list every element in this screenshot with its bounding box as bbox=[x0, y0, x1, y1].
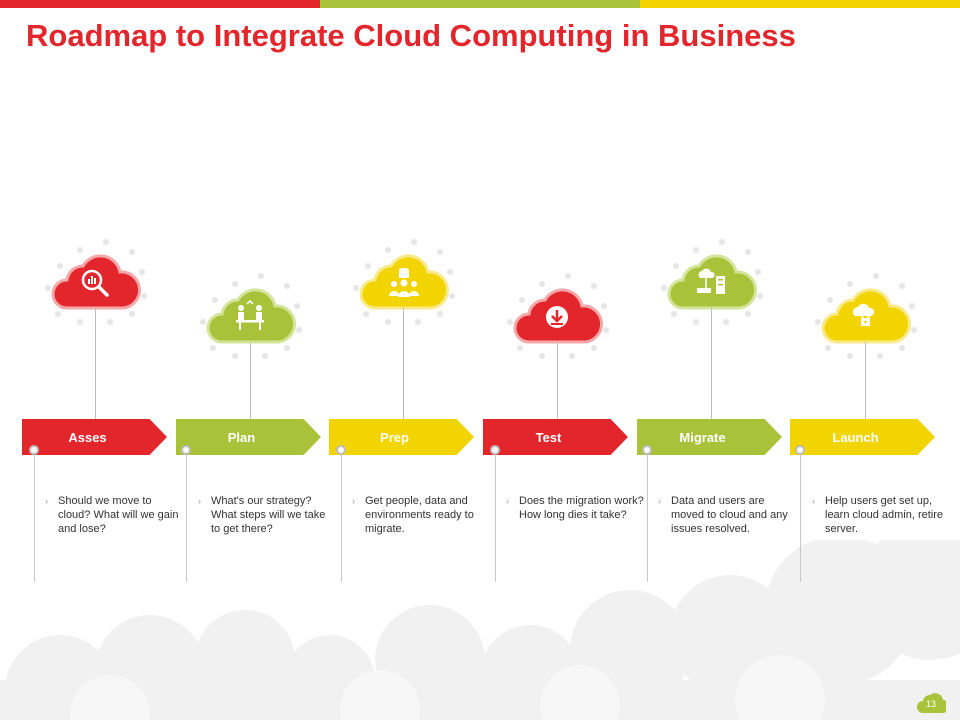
step-asses-arrow: Asses bbox=[22, 419, 167, 455]
timeline-line-launch bbox=[800, 455, 801, 582]
step-plan-text: What's our strategy? What steps will we … bbox=[211, 495, 326, 535]
bullet-icon: › bbox=[658, 496, 661, 506]
timeline-dot-migrate bbox=[642, 445, 652, 455]
download-icon bbox=[546, 306, 568, 328]
step-plan-label: Plan bbox=[227, 429, 256, 445]
step-test-label: Test bbox=[535, 429, 562, 445]
step-asses-label: Asses bbox=[68, 429, 107, 445]
timeline-line-plan bbox=[186, 455, 187, 582]
top-bar-yellow bbox=[640, 0, 960, 8]
timeline-dot-launch bbox=[795, 445, 805, 455]
step-migrate-label: Migrate bbox=[679, 429, 726, 445]
timeline-dot-prep bbox=[336, 445, 346, 455]
server-transfer-icon bbox=[697, 268, 725, 294]
page-number-badge: 13 bbox=[916, 692, 950, 714]
bullet-icon: › bbox=[45, 496, 48, 506]
timeline-line-asses bbox=[34, 455, 35, 582]
cloud-migrate bbox=[656, 236, 766, 326]
cloud-plan bbox=[195, 270, 305, 360]
cloud-launch bbox=[810, 270, 920, 360]
timeline-dot-plan bbox=[181, 445, 191, 455]
stem-migrate bbox=[711, 308, 712, 419]
bullet-icon: › bbox=[352, 496, 355, 506]
step-prep-description: › Get people, data and environments read… bbox=[352, 494, 490, 536]
step-test-arrow: Test bbox=[483, 419, 628, 455]
step-launch-text: Help users get set up, learn cloud admin… bbox=[825, 495, 944, 535]
cloud-lock-icon bbox=[853, 303, 875, 326]
timeline-dot-test bbox=[490, 445, 500, 455]
cloud-prep bbox=[348, 236, 458, 326]
bullet-icon: › bbox=[812, 496, 815, 506]
bullet-icon: › bbox=[198, 496, 201, 506]
search-chart-icon bbox=[81, 269, 109, 297]
timeline-line-test bbox=[495, 455, 496, 582]
step-launch-description: › Help users get set up, learn cloud adm… bbox=[812, 494, 944, 536]
step-plan-arrow: Plan bbox=[176, 419, 321, 455]
background-clouds bbox=[0, 540, 960, 720]
stem-launch bbox=[865, 342, 866, 419]
team-meeting-icon bbox=[236, 300, 264, 330]
top-bar-red bbox=[0, 0, 320, 8]
step-launch-arrow: Launch bbox=[790, 419, 935, 455]
step-asses-text: Should we move to cloud? What will we ga… bbox=[58, 495, 179, 535]
cloud-test bbox=[502, 270, 612, 360]
step-prep-label: Prep bbox=[380, 429, 409, 445]
bullet-icon: › bbox=[506, 496, 509, 506]
stem-prep bbox=[403, 308, 404, 419]
stem-plan bbox=[250, 342, 251, 419]
stem-test bbox=[557, 342, 558, 419]
step-test-text: Does the migration work? How long dies i… bbox=[519, 495, 644, 521]
timeline-dot-asses bbox=[29, 445, 39, 455]
step-prep-arrow: Prep bbox=[329, 419, 474, 455]
step-asses-description: › Should we move to cloud? What will we … bbox=[45, 494, 183, 536]
step-plan-description: › What's our strategy? What steps will w… bbox=[198, 494, 336, 536]
step-migrate-description: › Data and users are moved to cloud and … bbox=[658, 494, 791, 536]
timeline-line-migrate bbox=[647, 455, 648, 582]
slide-title: Roadmap to Integrate Cloud Computing in … bbox=[26, 18, 796, 53]
step-test-description: › Does the migration work? How long dies… bbox=[506, 494, 644, 522]
step-migrate-text: Data and users are moved to cloud and an… bbox=[671, 495, 788, 535]
cloud-asses bbox=[40, 236, 150, 326]
page-cloud-icon bbox=[917, 693, 950, 714]
users-database-icon bbox=[389, 268, 419, 297]
step-prep-text: Get people, data and environments ready … bbox=[365, 495, 474, 535]
page-number: 13 bbox=[925, 699, 936, 709]
stem-asses bbox=[95, 308, 96, 419]
step-launch-label: Launch bbox=[832, 429, 879, 445]
step-migrate-arrow: Migrate bbox=[637, 419, 782, 455]
timeline-line-prep bbox=[341, 455, 342, 582]
top-bar-green bbox=[320, 0, 640, 8]
